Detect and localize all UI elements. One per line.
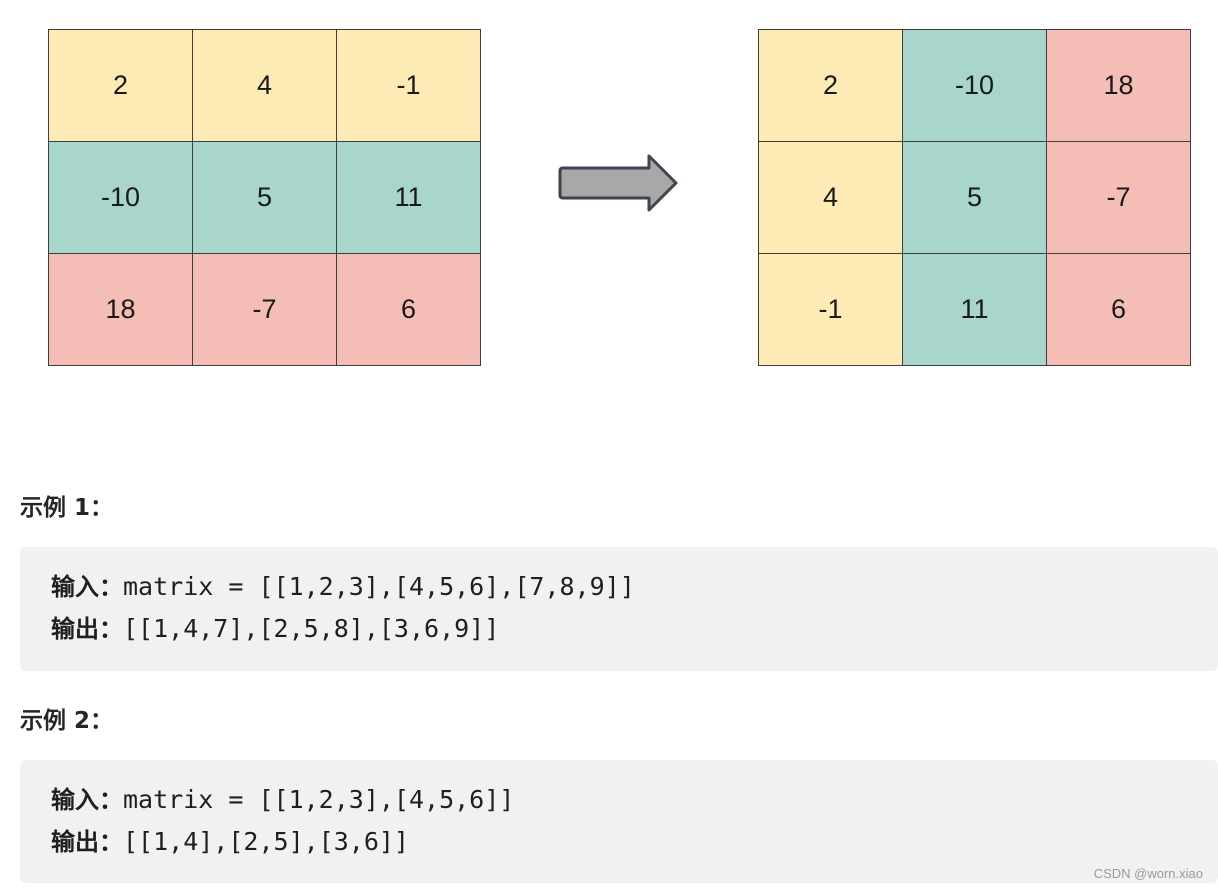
matrix-row: -10 5 11 bbox=[48, 141, 481, 254]
matrix-cell: 18 bbox=[48, 253, 193, 366]
matrix-cell: 4 bbox=[758, 141, 903, 254]
matrix-cell: 6 bbox=[336, 253, 481, 366]
matrix-row: 18 -7 6 bbox=[48, 253, 481, 366]
matrix-cell: 11 bbox=[902, 253, 1047, 366]
matrix-row: 4 5 -7 bbox=[758, 141, 1191, 254]
watermark: CSDN @worn.xiao bbox=[1093, 866, 1203, 881]
input-label: 输入： bbox=[51, 573, 123, 601]
right-arrow-icon bbox=[558, 154, 678, 212]
matrix-cell: 2 bbox=[758, 29, 903, 142]
matrix-cell: 5 bbox=[192, 141, 337, 254]
example-input-line: 输入：matrix = [[1,2,3],[4,5,6]] bbox=[51, 782, 1218, 824]
example-output-line: 输出：[[1,4],[2,5],[3,6]] bbox=[51, 824, 1218, 866]
matrix-cell: 18 bbox=[1046, 29, 1191, 142]
output-value: [[1,4,7],[2,5,8],[3,6,9]] bbox=[123, 614, 500, 643]
output-value: [[1,4],[2,5],[3,6]] bbox=[123, 827, 409, 856]
matrix-cell: -1 bbox=[758, 253, 903, 366]
example-2-code-block: 输入：matrix = [[1,2,3],[4,5,6]] 输出：[[1,4],… bbox=[20, 760, 1218, 883]
matrix-cell: 2 bbox=[48, 29, 193, 142]
output-label: 输出： bbox=[51, 615, 123, 643]
matrix-cell: 6 bbox=[1046, 253, 1191, 366]
example-input-line: 输入：matrix = [[1,2,3],[4,5,6],[7,8,9]] bbox=[51, 569, 1218, 611]
matrix-cell: 4 bbox=[192, 29, 337, 142]
input-value: matrix = [[1,2,3],[4,5,6]] bbox=[123, 785, 515, 814]
output-matrix: 2 -10 18 4 5 -7 -1 11 6 bbox=[758, 29, 1191, 366]
output-label: 输出： bbox=[51, 828, 123, 856]
matrix-cell: -1 bbox=[336, 29, 481, 142]
matrix-row: 2 4 -1 bbox=[48, 29, 481, 142]
input-matrix: 2 4 -1 -10 5 11 18 -7 6 bbox=[48, 29, 481, 366]
example-2-title: 示例 2： bbox=[20, 708, 114, 734]
matrix-row: -1 11 6 bbox=[758, 253, 1191, 366]
input-label: 输入： bbox=[51, 786, 123, 814]
input-value: matrix = [[1,2,3],[4,5,6],[7,8,9]] bbox=[123, 572, 635, 601]
example-1-title: 示例 1： bbox=[20, 495, 114, 521]
matrix-cell: -10 bbox=[902, 29, 1047, 142]
matrix-cell: 5 bbox=[902, 141, 1047, 254]
matrix-cell: -10 bbox=[48, 141, 193, 254]
example-1-code-block: 输入：matrix = [[1,2,3],[4,5,6],[7,8,9]] 输出… bbox=[20, 547, 1218, 671]
matrix-row: 2 -10 18 bbox=[758, 29, 1191, 142]
matrix-cell: -7 bbox=[192, 253, 337, 366]
matrix-cell: 11 bbox=[336, 141, 481, 254]
example-output-line: 输出：[[1,4,7],[2,5,8],[3,6,9]] bbox=[51, 611, 1218, 653]
matrix-cell: -7 bbox=[1046, 141, 1191, 254]
